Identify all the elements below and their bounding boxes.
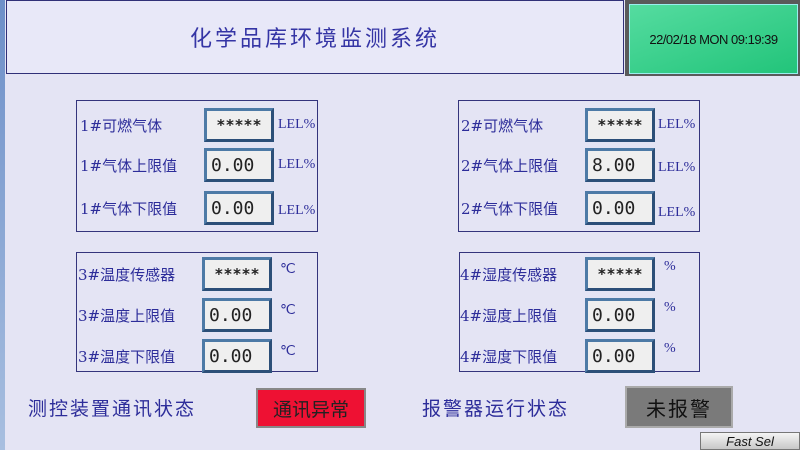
clock-text: 22/02/18 MON 09:19:39 bbox=[629, 4, 798, 74]
unit-label: ℃ bbox=[280, 344, 296, 359]
unit-label: LEL% bbox=[278, 157, 316, 172]
comm-status-label: 测控装置通讯状态 bbox=[28, 398, 197, 420]
lower-limit-input[interactable]: 0.00 bbox=[585, 339, 655, 373]
window-edge bbox=[0, 0, 5, 450]
alarm-status-indicator: 未报警 bbox=[625, 386, 733, 428]
unit-label: LEL% bbox=[278, 117, 316, 132]
sensor-label: 3#温度上限值 bbox=[78, 307, 176, 325]
unit-label: ℃ bbox=[280, 262, 296, 277]
sensor-panel-3 bbox=[76, 252, 318, 372]
sensor-label: 4#湿度传感器 bbox=[460, 266, 558, 284]
sensor-label: 3#温度下限值 bbox=[78, 348, 176, 366]
sensor-label: 2#气体下限值 bbox=[461, 200, 559, 218]
sensor-label: 1#气体下限值 bbox=[80, 200, 178, 218]
unit-label: % bbox=[664, 259, 676, 274]
unit-label: LEL% bbox=[658, 160, 696, 175]
upper-limit-input[interactable]: 0.00 bbox=[204, 148, 274, 182]
lower-limit-input[interactable]: 0.00 bbox=[585, 191, 655, 225]
comm-status-indicator: 通讯异常 bbox=[256, 388, 366, 428]
page-title: 化学品库环境监测系统 bbox=[6, 0, 624, 74]
unit-label: LEL% bbox=[658, 117, 696, 132]
sensor-label: 4#湿度下限值 bbox=[460, 348, 558, 366]
sensor-label: 4#湿度上限值 bbox=[460, 307, 558, 325]
sensor-reading-field: ***** bbox=[585, 108, 655, 142]
lower-limit-input[interactable]: 0.00 bbox=[204, 191, 274, 225]
sensor-label: 3#温度传感器 bbox=[78, 266, 176, 284]
sensor-reading-field: ***** bbox=[585, 257, 655, 291]
unit-label: % bbox=[664, 300, 676, 315]
unit-label: % bbox=[664, 341, 676, 356]
upper-limit-input[interactable]: 8.00 bbox=[585, 148, 655, 182]
sensor-reading-field: ***** bbox=[202, 257, 272, 291]
sensor-reading-field: ***** bbox=[204, 108, 274, 142]
sensor-panel-4 bbox=[459, 252, 700, 372]
alarm-status-label: 报警器运行状态 bbox=[422, 398, 570, 420]
sensor-label: 2#可燃气体 bbox=[461, 117, 544, 135]
lower-limit-input[interactable]: 0.00 bbox=[202, 339, 272, 373]
sensor-panel-1 bbox=[76, 100, 318, 232]
sensor-panel-2 bbox=[458, 100, 700, 232]
sensor-label: 1#气体上限值 bbox=[80, 157, 178, 175]
unit-label: LEL% bbox=[658, 205, 696, 220]
unit-label: ℃ bbox=[280, 303, 296, 318]
clock-display: 22/02/18 MON 09:19:39 bbox=[625, 0, 800, 76]
upper-limit-input[interactable]: 0.00 bbox=[202, 298, 272, 332]
sensor-label: 2#气体上限值 bbox=[461, 157, 559, 175]
unit-label: LEL% bbox=[278, 203, 316, 218]
upper-limit-input[interactable]: 0.00 bbox=[585, 298, 655, 332]
sensor-label: 1#可燃气体 bbox=[80, 117, 163, 135]
fast-sel-button[interactable]: Fast Sel bbox=[700, 432, 800, 450]
